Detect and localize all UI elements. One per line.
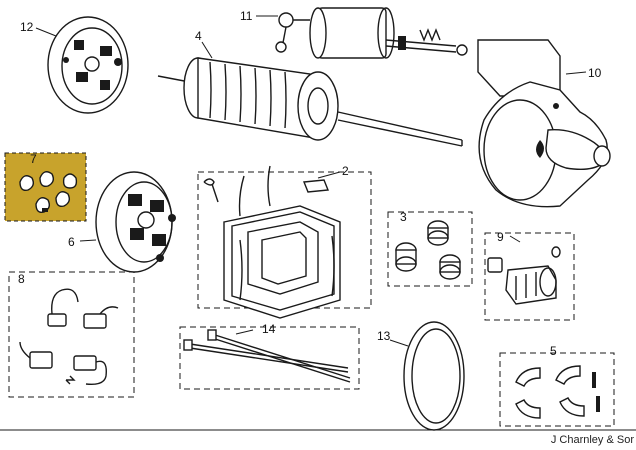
- part-9-pinion: [484, 232, 575, 321]
- part-8-brushes: [8, 271, 135, 398]
- label-11: 11: [240, 9, 253, 23]
- label-4: 4: [195, 29, 202, 43]
- label-5: 5: [550, 344, 557, 358]
- label-14: 14: [262, 322, 276, 336]
- part-14-through-bolts: [179, 326, 360, 390]
- label-3: 3: [400, 210, 407, 224]
- label-8: 8: [18, 272, 25, 286]
- part-13-gasket-ring: [403, 321, 465, 431]
- part-2-field-coils: [197, 165, 372, 319]
- label-2: 2: [342, 164, 349, 178]
- image-credit: J Charnley & Sor: [550, 434, 634, 446]
- label-12: 12: [20, 20, 34, 34]
- part-3-bushes: [387, 211, 473, 287]
- part-11-solenoid: [275, 7, 468, 59]
- part-12-end-bracket: [47, 16, 129, 114]
- leader-lines: [35, 15, 587, 347]
- part-10-drive-end-bracket: [477, 39, 611, 208]
- part-5-clips: [499, 352, 615, 427]
- label-10: 10: [588, 66, 602, 80]
- label-9: 9: [497, 230, 504, 244]
- label-7: 7: [30, 152, 37, 166]
- label-13: 13: [377, 329, 391, 343]
- part-4-armature: [157, 57, 463, 147]
- part-6-brush-plate: [95, 171, 176, 273]
- part-7-brush-springs: [4, 152, 87, 222]
- label-6: 6: [68, 235, 75, 249]
- part-labels: 12 11 4 10 7 2 3 9 6 8 14 13 5: [18, 9, 602, 358]
